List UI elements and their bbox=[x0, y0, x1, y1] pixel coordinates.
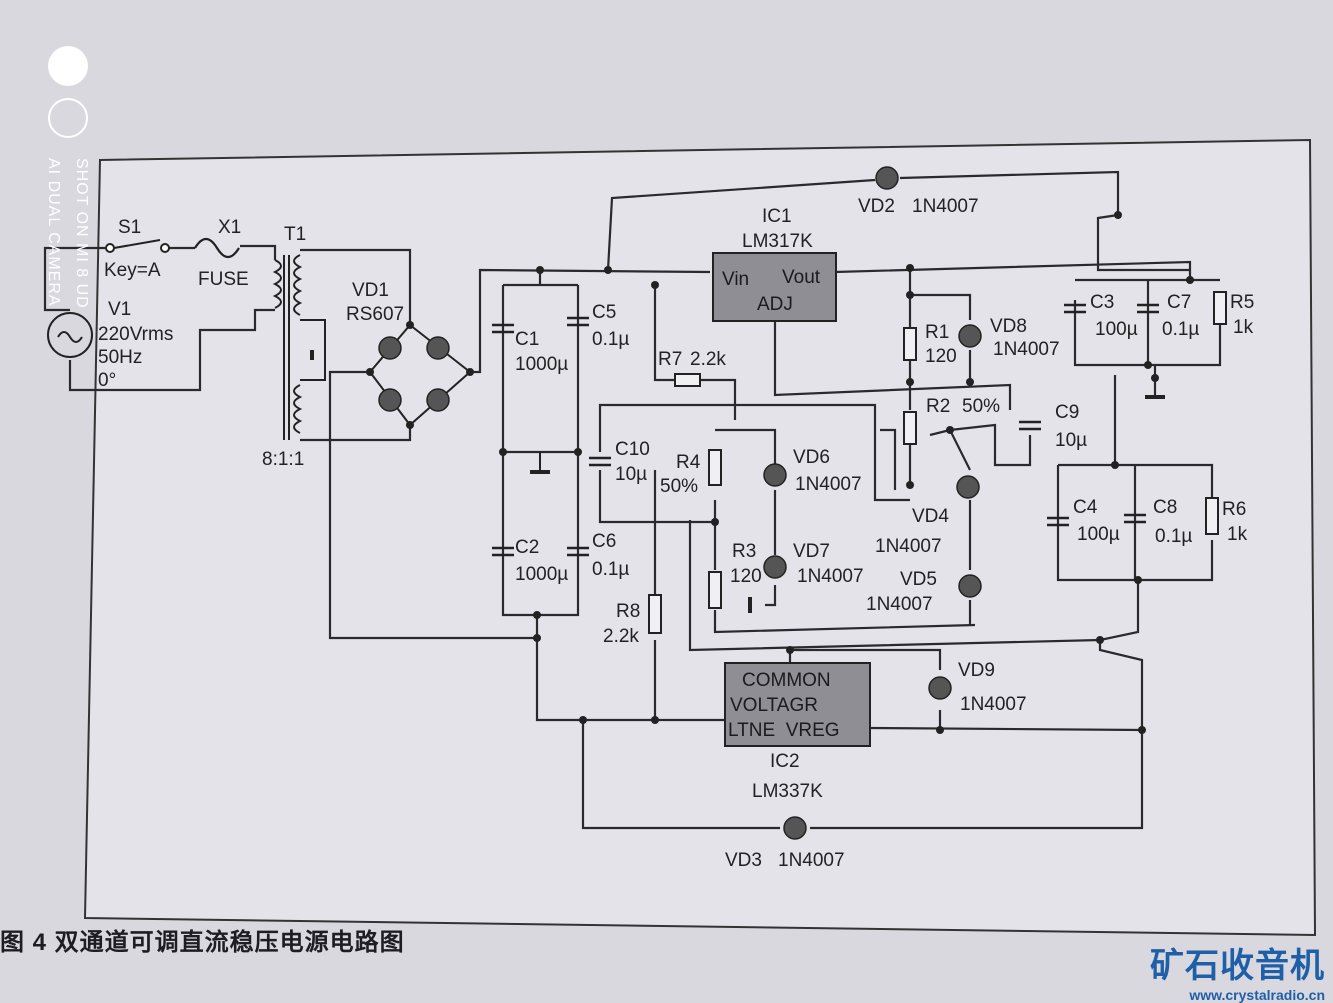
r4-value: 50% bbox=[660, 476, 698, 497]
watermark-line1: SHOT ON MI 8 UD bbox=[73, 158, 90, 309]
ic2-line1: COMMON bbox=[742, 670, 831, 691]
c6-label: C6 bbox=[592, 531, 616, 552]
x1-label: X1 bbox=[218, 217, 241, 238]
c3-label: C3 bbox=[1090, 292, 1114, 313]
c7-label: C7 bbox=[1167, 292, 1191, 313]
vd6-label: VD6 bbox=[793, 447, 830, 468]
r4-label: R4 bbox=[676, 452, 701, 473]
logo-text: 矿石收音机 bbox=[1150, 947, 1325, 985]
c8-value: 0.1µ bbox=[1155, 526, 1192, 547]
vd7-label: VD7 bbox=[793, 541, 830, 562]
r6-label: R6 bbox=[1222, 499, 1246, 520]
switch-icon[interactable] bbox=[105, 239, 170, 253]
watermark-dot-icon bbox=[48, 46, 88, 86]
diode-icons bbox=[763, 166, 982, 840]
v1-label: V1 bbox=[108, 299, 131, 320]
vd8-value: 1N4007 bbox=[993, 339, 1060, 360]
c4-value: 100µ bbox=[1077, 524, 1120, 545]
ic2-line2: VOLTAGR bbox=[730, 695, 818, 716]
logo-url: www.crystalradio.cn bbox=[1189, 987, 1325, 1003]
c3-value: 100µ bbox=[1095, 319, 1138, 340]
ic2-label: IC2 bbox=[770, 751, 800, 772]
resistor-icons bbox=[648, 291, 1227, 634]
c10-value: 10µ bbox=[615, 464, 647, 485]
ic1-value: LM317K bbox=[742, 231, 813, 252]
vd1-label: VD1 bbox=[352, 280, 389, 301]
ic1-regulator bbox=[712, 252, 837, 322]
transformer-icon bbox=[272, 254, 326, 440]
ic2-value: LM337K bbox=[752, 781, 823, 802]
figure-caption: 图 4 双通道可调直流稳压电源电路图 bbox=[0, 929, 405, 956]
c9-label: C9 bbox=[1055, 402, 1079, 423]
r5-value: 1k bbox=[1233, 317, 1254, 338]
c6-value: 0.1µ bbox=[592, 559, 629, 580]
vd5-label: VD5 bbox=[900, 569, 937, 590]
junctions bbox=[366, 211, 1194, 734]
diagram-frame bbox=[83, 138, 1317, 937]
ic1-adj-pin: ADJ bbox=[757, 294, 793, 315]
watermark-line2: AI DUAL CAMERA bbox=[45, 158, 62, 307]
c9-value: 10µ bbox=[1055, 430, 1087, 451]
v1-frequency: 50Hz bbox=[98, 347, 142, 368]
r2-value: 50% bbox=[962, 396, 1000, 417]
c5-value: 0.1µ bbox=[592, 329, 629, 350]
ic2-regulator bbox=[724, 662, 871, 747]
r7-value: 2.2k bbox=[690, 349, 726, 370]
ic2-line3: LTNE VREG bbox=[728, 720, 840, 741]
camera-watermark: SHOT ON MI 8 UD AI DUAL CAMERA bbox=[40, 40, 100, 370]
r7-label: R7 bbox=[658, 349, 682, 370]
vd9-label: VD9 bbox=[958, 660, 995, 681]
vd8-label: VD8 bbox=[990, 316, 1027, 337]
s1-value: Key=A bbox=[104, 260, 161, 281]
vd3-value: 1N4007 bbox=[778, 850, 845, 871]
r1-value: 120 bbox=[925, 346, 957, 367]
vd7-value: 1N4007 bbox=[797, 566, 864, 587]
r8-value: 2.2k bbox=[603, 626, 639, 647]
c1-value: 1000µ bbox=[515, 354, 568, 375]
vd5-value: 1N4007 bbox=[866, 594, 933, 615]
t1-ratio: 8:1:1 bbox=[262, 449, 304, 470]
vd9-value: 1N4007 bbox=[960, 694, 1027, 715]
r3-label: R3 bbox=[732, 541, 756, 562]
r6-value: 1k bbox=[1227, 524, 1248, 545]
c5-label: C5 bbox=[592, 302, 616, 323]
site-logo: 矿石收音机 www.crystalradio.cn bbox=[1150, 938, 1325, 1003]
wires bbox=[43, 170, 1222, 830]
vd4-label: VD4 bbox=[912, 506, 949, 527]
ic1-vout-pin: Vout bbox=[782, 267, 821, 288]
r5-label: R5 bbox=[1230, 292, 1254, 313]
r3-value: 120 bbox=[730, 566, 762, 587]
v1-phase: 0° bbox=[98, 370, 116, 391]
vd2-value: 1N4007 bbox=[912, 196, 979, 217]
v1-voltage: 220Vrms bbox=[98, 324, 173, 345]
s1-label: S1 bbox=[118, 217, 141, 238]
ic1-vin-pin: Vin bbox=[722, 269, 749, 290]
vd3-label: VD3 bbox=[725, 850, 762, 871]
ground-icons bbox=[530, 395, 1165, 613]
ic1-label: IC1 bbox=[762, 206, 792, 227]
vd6-value: 1N4007 bbox=[795, 474, 862, 495]
capacitor-icons bbox=[492, 303, 1159, 557]
vd4-value: 1N4007 bbox=[875, 536, 942, 557]
r8-label: R8 bbox=[616, 601, 640, 622]
r2-label: R2 bbox=[926, 396, 950, 417]
vd2-label: VD2 bbox=[858, 196, 895, 217]
c2-value: 1000µ bbox=[515, 564, 568, 585]
t1-label: T1 bbox=[284, 224, 306, 245]
c8-label: C8 bbox=[1153, 497, 1177, 518]
c10-label: C10 bbox=[615, 439, 650, 460]
c4-label: C4 bbox=[1073, 497, 1098, 518]
bridge-rectifier-icon bbox=[368, 323, 472, 427]
watermark-ring-icon bbox=[48, 98, 88, 138]
ac-source-icon bbox=[47, 312, 93, 358]
c1-label: C1 bbox=[515, 329, 539, 350]
x1-value: FUSE bbox=[198, 269, 249, 290]
c2-label: C2 bbox=[515, 537, 539, 558]
fuse-icon bbox=[194, 237, 240, 259]
r1-label: R1 bbox=[925, 322, 949, 343]
vd1-value: RS607 bbox=[346, 304, 404, 325]
c7-value: 0.1µ bbox=[1162, 319, 1199, 340]
